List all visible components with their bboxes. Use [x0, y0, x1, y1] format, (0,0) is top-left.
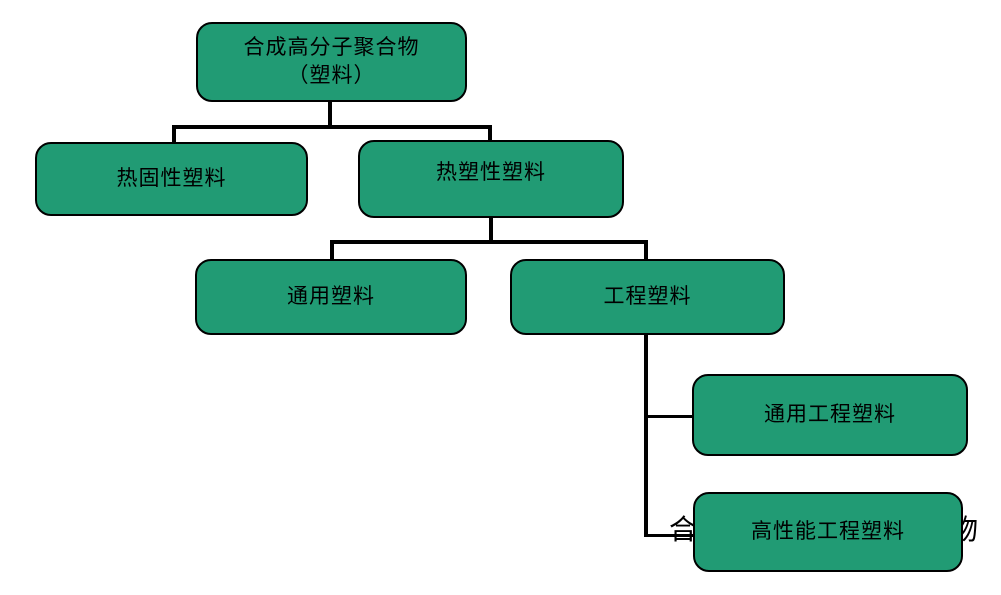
node-general-engineering-plastic-label: 通用工程塑料: [764, 402, 896, 427]
connector-drop-engineering-plastic: [644, 240, 648, 261]
node-high-performance-engineering-plastic-label: 高性能工程塑料: [751, 519, 905, 544]
connector-root-crossbar: [172, 125, 492, 129]
connector-drop-general-plastic: [330, 240, 334, 261]
node-general-plastic[interactable]: 通用塑料: [195, 259, 467, 335]
connector-branch-general-engineering: [644, 415, 699, 418]
connector-thermoplastic-crossbar: [330, 240, 648, 244]
connector-thermoplastic-stem: [489, 216, 493, 242]
node-engineering-plastic-label: 工程塑料: [603, 284, 692, 309]
node-general-plastic-label: 通用塑料: [287, 284, 375, 309]
connector-drop-thermoset: [172, 125, 176, 144]
node-thermoplastic[interactable]: 热塑性塑料: [358, 140, 624, 218]
node-engineering-plastic[interactable]: 工程塑料: [510, 259, 785, 335]
background-text-left-fragment: 合: [669, 513, 698, 546]
connector-root-stem: [328, 102, 332, 128]
node-thermoset[interactable]: 热固性塑料: [35, 142, 308, 216]
connector-drop-thermoplastic: [488, 125, 492, 144]
node-thermoplastic-label: 热塑性塑料: [436, 160, 546, 184]
node-thermoset-label: 热固性塑料: [116, 166, 227, 191]
node-general-engineering-plastic[interactable]: 通用工程塑料: [692, 374, 968, 456]
connector-engineering-trunk: [644, 335, 648, 537]
node-root[interactable]: 合成高分子聚合物 （塑料）: [196, 22, 467, 102]
node-high-performance-engineering-plastic[interactable]: 高性能工程塑料: [693, 492, 963, 572]
node-root-label: 合成高分子聚合物 （塑料）: [243, 35, 420, 87]
connector-branch-high-performance: [644, 534, 699, 537]
